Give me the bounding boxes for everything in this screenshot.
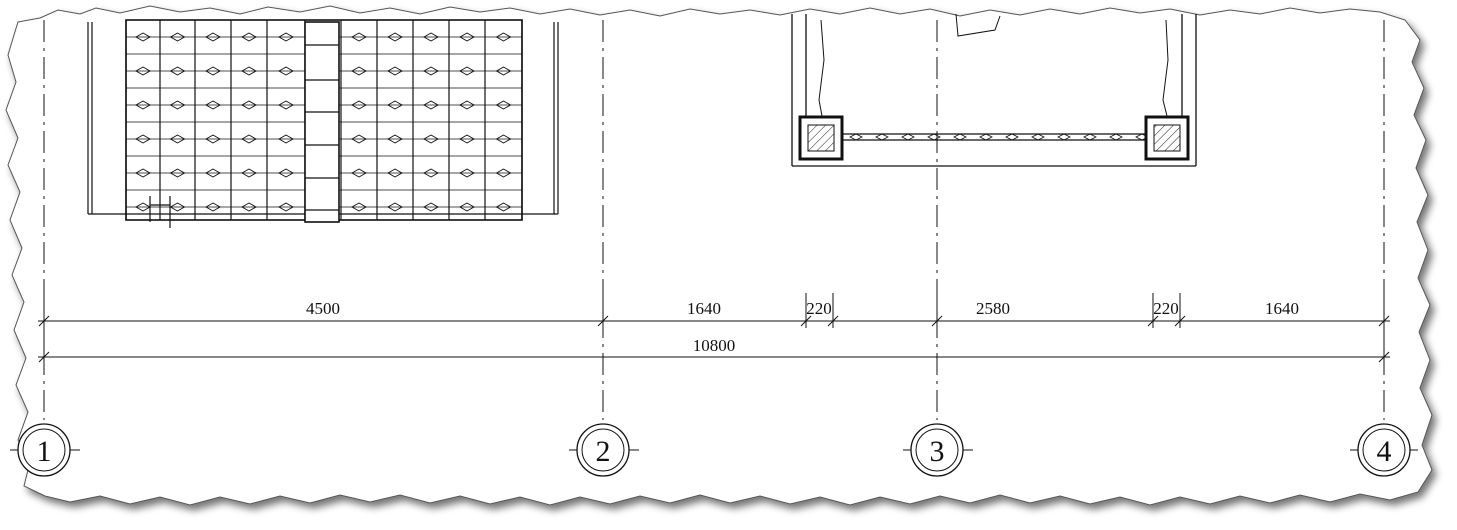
dimension-label-4500: 4500 bbox=[306, 299, 340, 318]
axis-bubble-1: 1 bbox=[10, 423, 80, 477]
dimension-label-1640-left: 1640 bbox=[687, 299, 721, 318]
axis-bubble-2: 2 bbox=[569, 423, 639, 477]
axis-label-2: 2 bbox=[596, 435, 611, 468]
dimension-label-1640-right: 1640 bbox=[1265, 299, 1299, 318]
dimension-label-2580: 2580 bbox=[976, 299, 1010, 318]
rebar-mesh-block bbox=[87, 19, 559, 228]
axis-label-1: 1 bbox=[37, 435, 52, 468]
axis-label-4: 4 bbox=[1377, 435, 1392, 468]
axis-bubble-3: 3 bbox=[903, 423, 973, 477]
axis-label-3: 3 bbox=[930, 435, 945, 468]
frame-with-columns bbox=[791, 13, 1197, 167]
axis-bubbles: 1 2 3 4 bbox=[10, 423, 1418, 477]
dimension-label-total: 10800 bbox=[693, 336, 736, 355]
dimension-label-220-right: 220 bbox=[1153, 299, 1179, 318]
dimension-labels: 4500 1640 220 2580 220 1640 10800 bbox=[306, 299, 1299, 355]
dimension-label-220-left: 220 bbox=[806, 299, 832, 318]
dimension-lines bbox=[38, 293, 1390, 370]
torn-paper-sheet bbox=[5, 5, 1433, 506]
axis-bubble-4: 4 bbox=[1350, 423, 1418, 477]
